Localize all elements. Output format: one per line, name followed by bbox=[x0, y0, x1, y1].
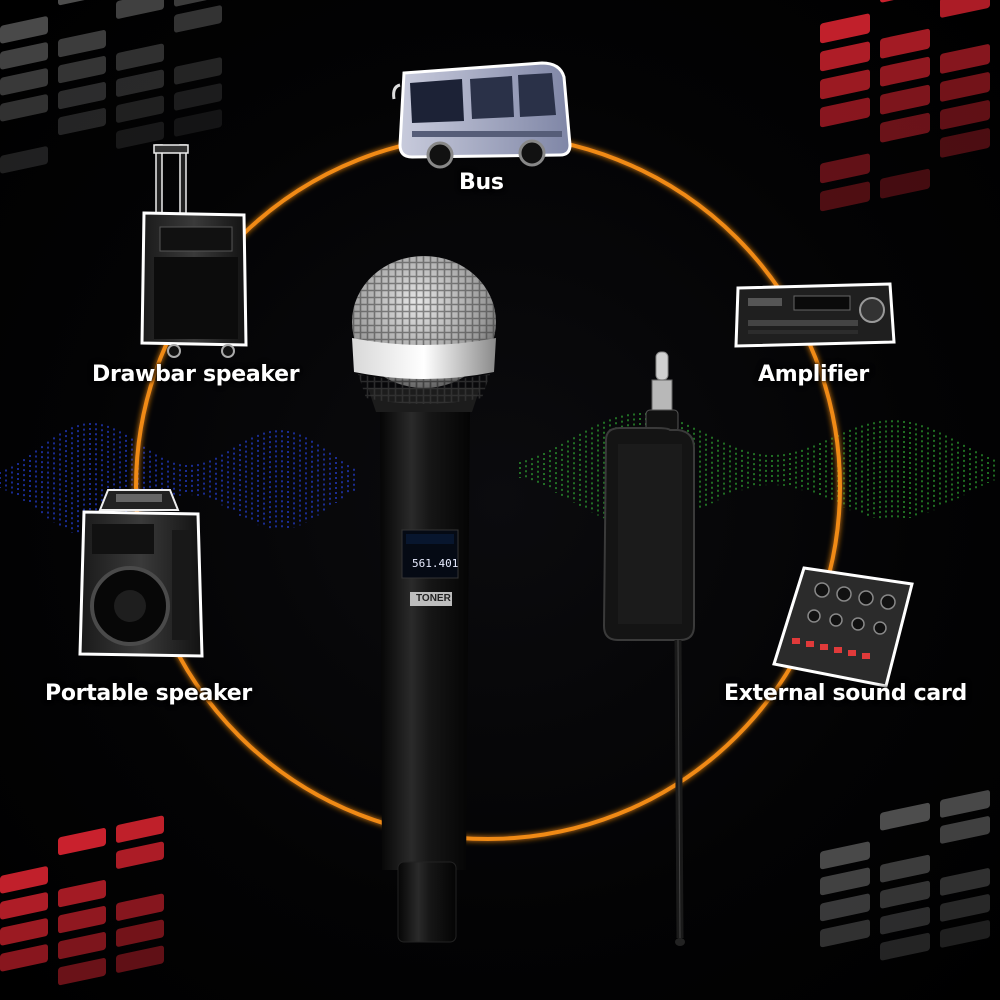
equalizer-bar bbox=[58, 108, 106, 136]
sound-card-icon bbox=[772, 566, 914, 688]
equalizer-bar bbox=[116, 69, 164, 97]
equalizer-bar bbox=[820, 97, 870, 128]
equalizer-bar bbox=[940, 0, 990, 18]
equalizer-bar bbox=[0, 94, 48, 122]
equalizer-bar bbox=[0, 42, 48, 70]
frequency-readout: 561.401 bbox=[412, 557, 459, 570]
equalizer-bar bbox=[174, 5, 222, 33]
equalizer-bar bbox=[940, 920, 990, 948]
equalizer-bar bbox=[58, 30, 106, 58]
equalizer-bar bbox=[0, 918, 48, 946]
equalizer-bar bbox=[174, 57, 222, 85]
equalizer-bar bbox=[58, 56, 106, 84]
equalizer-bar bbox=[0, 944, 48, 972]
equalizer-bar bbox=[940, 72, 990, 102]
equalizer-bar bbox=[820, 841, 870, 870]
equalizer-bar bbox=[880, 112, 930, 143]
label-bus: Bus bbox=[459, 170, 504, 195]
equalizer-bar bbox=[116, 121, 164, 149]
equalizer-bar bbox=[0, 146, 48, 174]
equalizer-bar bbox=[820, 69, 870, 100]
equalizer-bar bbox=[880, 802, 930, 831]
equalizer-bar bbox=[820, 867, 870, 896]
label-portable-speaker: Portable speaker bbox=[45, 681, 252, 706]
equalizer-bar bbox=[880, 880, 930, 909]
equalizer-bar bbox=[58, 932, 106, 960]
equalizer-bar bbox=[820, 893, 870, 922]
equalizer-bar bbox=[820, 41, 870, 72]
equalizer-bar bbox=[940, 894, 990, 922]
equalizer-bar bbox=[940, 816, 990, 844]
brand-label: TONER bbox=[416, 593, 451, 604]
equalizer-bar bbox=[880, 84, 930, 115]
bus-icon bbox=[392, 61, 572, 169]
equalizer-bar bbox=[58, 880, 106, 908]
label-amplifier: Amplifier bbox=[758, 362, 869, 387]
amplifier-icon bbox=[734, 282, 896, 348]
label-external-sound-card: External sound card bbox=[724, 681, 967, 706]
equalizer-bar bbox=[116, 893, 164, 921]
equalizer-bar bbox=[820, 13, 870, 44]
equalizer-bottom-right bbox=[820, 790, 990, 961]
label-drawbar-speaker: Drawbar speaker bbox=[92, 362, 300, 387]
equalizer-bar bbox=[820, 181, 870, 212]
equalizer-bar bbox=[58, 82, 106, 110]
equalizer-bar bbox=[940, 44, 990, 74]
drawbar-speaker-icon bbox=[140, 144, 248, 358]
equalizer-bar bbox=[880, 56, 930, 87]
equalizer-bar bbox=[58, 0, 106, 6]
equalizer-bar bbox=[174, 0, 222, 7]
equalizer-bar bbox=[58, 828, 106, 856]
equalizer-bar bbox=[940, 128, 990, 158]
equalizer-bar bbox=[0, 866, 48, 894]
equalizer-bottom-left bbox=[0, 815, 164, 986]
equalizer-bar bbox=[820, 919, 870, 948]
equalizer-bar bbox=[880, 28, 930, 59]
equalizer-top-right bbox=[820, 0, 990, 212]
microphone-icon bbox=[352, 256, 496, 943]
equalizer-bar bbox=[58, 958, 106, 986]
equalizer-bar bbox=[880, 0, 930, 3]
equalizer-bar bbox=[116, 919, 164, 947]
equalizer-bar bbox=[116, 945, 164, 973]
equalizer-bar bbox=[116, 815, 164, 843]
equalizer-bar bbox=[58, 906, 106, 934]
equalizer-bar bbox=[880, 906, 930, 935]
equalizer-bar bbox=[116, 841, 164, 869]
equalizer-bar bbox=[880, 932, 930, 961]
portable-speaker-icon bbox=[78, 489, 204, 658]
equalizer-bar bbox=[940, 790, 990, 818]
wireless-receiver-icon bbox=[602, 351, 695, 946]
equalizer-bar bbox=[0, 16, 48, 44]
equalizer-bar bbox=[116, 95, 164, 123]
equalizer-bar bbox=[820, 153, 870, 184]
equalizer-bar bbox=[116, 0, 164, 19]
equalizer-bar bbox=[940, 868, 990, 896]
equalizer-bar bbox=[880, 168, 930, 199]
equalizer-top-left bbox=[0, 0, 222, 174]
equalizer-bar bbox=[174, 109, 222, 137]
equalizer-bar bbox=[880, 854, 930, 883]
equalizer-bar bbox=[940, 100, 990, 130]
equalizer-bar bbox=[174, 83, 222, 111]
sound-wave-green bbox=[519, 413, 995, 527]
equalizer-bar bbox=[0, 68, 48, 96]
equalizer-bar bbox=[0, 892, 48, 920]
equalizer-bar bbox=[116, 43, 164, 71]
